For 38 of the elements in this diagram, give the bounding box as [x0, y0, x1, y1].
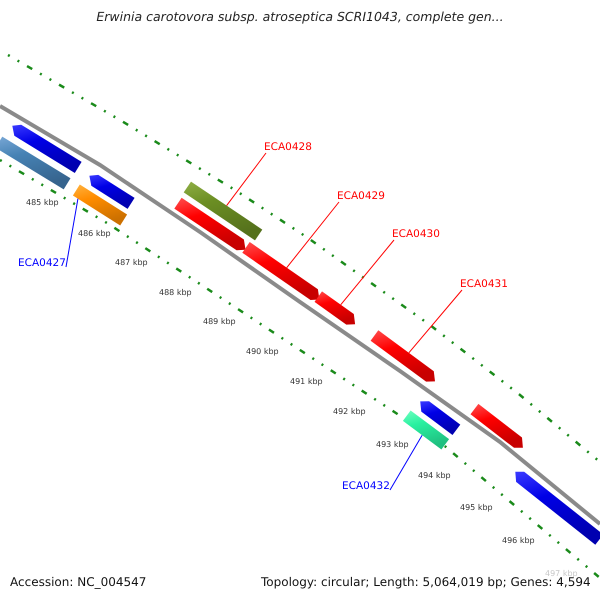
gene-bar	[72, 184, 128, 226]
gene-label: ECA0428	[264, 141, 312, 153]
gene-bar	[184, 182, 262, 240]
gene-label: ECA0431	[460, 278, 508, 290]
title: Erwinia carotovora subsp. atroseptica SCRI1043, complete gen...	[96, 9, 504, 24]
gene-bar	[370, 330, 435, 382]
leader-line	[340, 240, 394, 306]
accession-text: Accession: NC_004547	[10, 575, 146, 589]
tick-label: 496 kbp	[502, 536, 535, 545]
tick-label: 491 kbp	[290, 377, 323, 386]
gene-bar	[515, 472, 600, 545]
tick-label: 493 kbp	[376, 440, 409, 449]
tick-label: 494 kbp	[418, 471, 451, 480]
gene-label: ECA0429	[337, 190, 385, 202]
tick-label: 485 kbp	[26, 198, 59, 207]
gene-bar	[314, 291, 356, 325]
tick-label: 492 kbp	[333, 407, 366, 416]
leader-line	[286, 202, 340, 268]
leader-line	[66, 198, 78, 268]
leader-line	[390, 434, 423, 490]
gene-bar	[420, 401, 460, 435]
tick-label: 488 kbp	[159, 288, 192, 297]
leader-line	[408, 290, 462, 354]
gene-bar	[470, 404, 523, 448]
gene-bar	[12, 124, 82, 173]
tick-label: 487 kbp	[115, 258, 148, 267]
gene-bar	[242, 242, 320, 300]
leader-line	[226, 152, 266, 206]
gene-label: ECA0432	[342, 480, 390, 492]
tick-label: 486 kbp	[78, 229, 111, 238]
tick-label: 495 kbp	[460, 503, 493, 512]
tick-label: 490 kbp	[246, 347, 279, 356]
gene-bar	[0, 136, 70, 190]
gene-label: ECA0427	[18, 257, 66, 269]
gene-bar	[89, 174, 135, 209]
gene-bar	[174, 198, 246, 250]
gene-label: ECA0430	[392, 228, 440, 240]
tick-label: 489 kbp	[203, 317, 236, 326]
